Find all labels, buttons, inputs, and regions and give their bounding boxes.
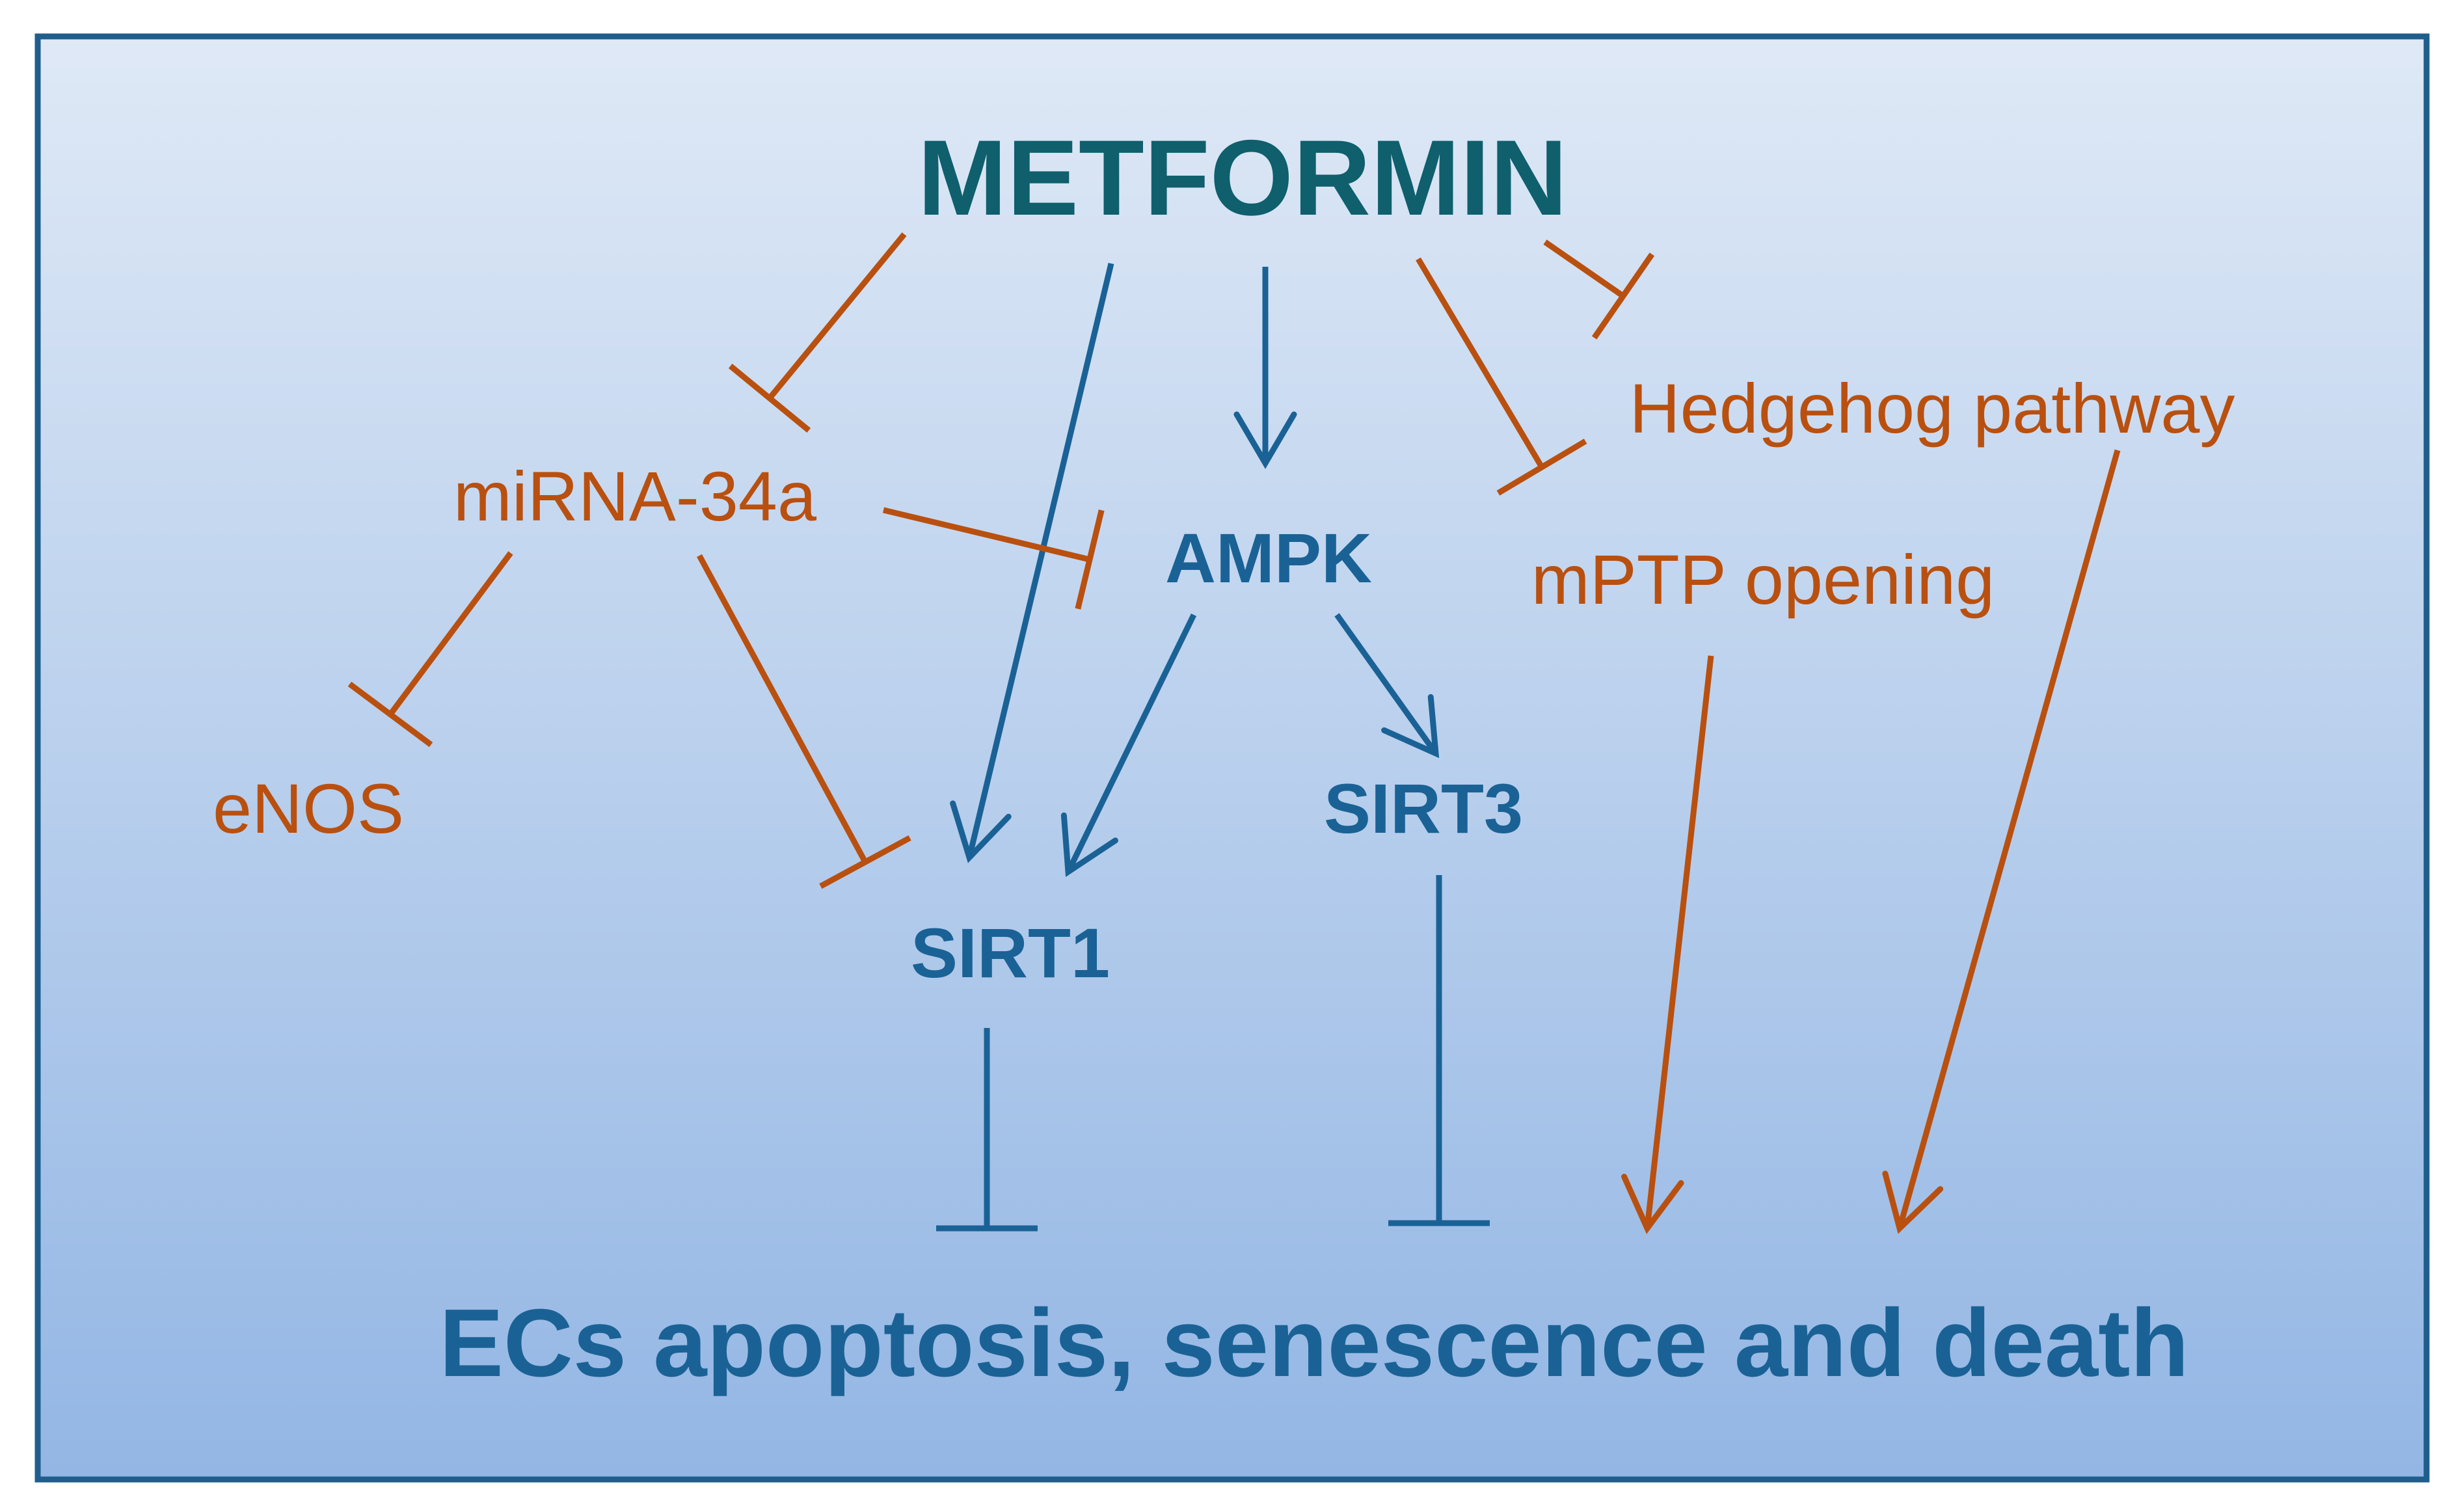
node-enos: eNOS bbox=[213, 769, 404, 848]
edge-metformin-inhibits-mirna bbox=[728, 232, 907, 433]
edge-line bbox=[966, 262, 1114, 859]
edge-mirna-inhibits-sirt1 bbox=[697, 554, 911, 889]
arrow-head bbox=[1233, 411, 1297, 469]
node-sirt3: SIRT3 bbox=[1324, 769, 1523, 848]
label-layer: METFORMIN miRNA-34a AMPK Hedgehog pathwa… bbox=[213, 118, 2235, 1397]
edge-ampk-to-sirt3 bbox=[1334, 613, 1440, 759]
inhibition-bar bbox=[1496, 439, 1587, 496]
node-metformin: METFORMIN bbox=[917, 118, 1567, 237]
edge-ampk-to-sirt1 bbox=[1060, 614, 1197, 877]
node-hedgehog-pathway: Hedgehog pathway bbox=[1630, 369, 2235, 448]
edge-sirt3-inhibits-outcome bbox=[1388, 875, 1490, 1226]
edge-metformin-inhibits-hedgehog bbox=[1543, 239, 1655, 340]
edge-line bbox=[1543, 239, 1625, 299]
node-outcome: ECs apoptosis, senescence and death bbox=[439, 1289, 2189, 1397]
inhibition-bar bbox=[1591, 252, 1655, 340]
arrow-head bbox=[1621, 1174, 1684, 1234]
node-mptp-opening: mPTP opening bbox=[1531, 540, 1995, 619]
edge-metformin-to-ampk bbox=[1233, 267, 1297, 469]
diagram-panel bbox=[34, 33, 2430, 1483]
edge-layer bbox=[347, 232, 2121, 1234]
edge-sirt1-inhibits-outcome bbox=[936, 1028, 1038, 1232]
edge-mptp-to-outcome bbox=[1621, 655, 1714, 1234]
edge-line bbox=[1644, 655, 1714, 1229]
edge-hedgehog-to-outcome bbox=[1882, 449, 2121, 1234]
edge-line bbox=[882, 507, 1091, 563]
edge-line bbox=[1416, 257, 1544, 469]
arrow-head bbox=[1060, 812, 1118, 877]
edge-line bbox=[388, 551, 513, 716]
arrow-head bbox=[1882, 1170, 1944, 1234]
edge-metformin-to-sirt1 bbox=[950, 262, 1114, 863]
edge-line bbox=[1334, 613, 1438, 755]
node-mirna-34a: miRNA-34a bbox=[453, 457, 817, 535]
edge-mirna-inhibits-enos bbox=[347, 551, 513, 748]
inhibition-bar bbox=[728, 364, 811, 433]
edge-mirna-inhibits-ampk bbox=[882, 507, 1105, 610]
inhibition-bar bbox=[819, 835, 911, 889]
node-ampk: AMPK bbox=[1165, 519, 1372, 597]
node-sirt1: SIRT1 bbox=[911, 913, 1110, 992]
edge-line bbox=[767, 232, 907, 400]
inhibition-bar bbox=[347, 681, 433, 748]
edge-line bbox=[1065, 614, 1197, 873]
arrow-head bbox=[1381, 694, 1440, 759]
edge-line bbox=[697, 554, 868, 864]
edge-metformin-inhibits-mptp bbox=[1416, 257, 1587, 496]
edge-line bbox=[1896, 449, 2121, 1230]
arrow-head bbox=[950, 800, 1012, 863]
inhibition-bar bbox=[1075, 509, 1105, 610]
